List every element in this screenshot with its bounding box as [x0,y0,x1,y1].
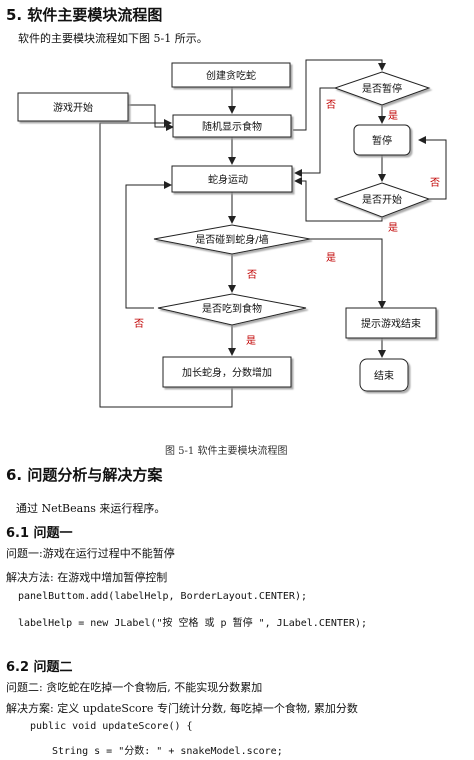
snake-move-box [171,165,293,193]
section-6-heading: 6. 问题分析与解决方案 [6,466,163,484]
q1-code-line-1: panelButtom.add(labelHelp, BorderLayout.… [18,591,307,602]
show-food-box [172,114,292,138]
arrow-food-to-pause-check [293,59,386,131]
snake-move-label: 蛇身运动 [208,173,248,186]
q1-code-line-2: labelHelp = new JLabel("按 空格 或 p 暂停 ", J… [18,618,367,629]
pause-check-label: 是否暂停 [362,82,402,95]
figure-caption: 图 5-1 软件主要模块流程图 [165,446,288,457]
arrow-start-to-food [128,104,174,131]
eat-check-label: 是否吃到食物 [202,302,262,315]
arrow-not-eaten-to-move [125,181,172,309]
end-terminal [359,358,409,392]
arrow-grow-to-food [99,119,233,408]
eat-check-diamond [157,293,307,326]
start-game-label: 游戏开始 [53,101,93,114]
game-over-box [345,307,437,339]
grow-box [162,356,292,388]
resume-no-label: 否 [430,177,440,189]
create-snake-box [171,62,291,88]
pause-label: 暂停 [372,134,392,147]
hit-check-label: 是否碰到蛇身/墙 [195,233,268,246]
q2-solution: 解决方案: 定义 updateScore 专门统计分数, 每吃掉一个食物, 累加… [6,702,358,715]
resume-yes-label: 是 [388,222,398,234]
resume-check-label: 是否开始 [362,193,402,206]
section-5-intro: 软件的主要模块流程如下图 5-1 所示。 [18,32,208,45]
hit-check-diamond [153,224,311,255]
run-note: 通过 NetBeans 来运行程序。 [16,502,166,515]
q1-heading: 6.1 问题一 [6,526,73,541]
arrow-hit-yes [310,238,386,309]
start-game-box [17,92,129,122]
arrow-resume-yes [294,177,383,222]
pause-yes-label: 是 [388,110,398,122]
eat-no-label: 否 [134,318,144,330]
pause-box [353,124,411,156]
create-snake-label: 创建贪吃蛇 [206,69,256,82]
q2-problem: 问题二: 贪吃蛇在吃掉一个食物后, 不能实现分数累加 [6,681,263,694]
pause-no-label: 否 [326,99,336,111]
show-food-label: 随机显示食物 [202,120,262,133]
hit-no-label: 否 [247,269,257,281]
game-over-label: 提示游戏结束 [361,317,421,330]
pause-check-diamond [333,71,431,106]
resume-check-diamond [333,182,431,218]
q1-problem: 问题一:游戏在运行过程中不能暂停 [6,547,175,560]
end-label: 结束 [374,369,394,382]
arrow-pause-no [294,87,335,177]
q2-code-line-1: public void updateScore() { [30,721,193,732]
hit-yes-label: 是 [326,252,336,264]
eat-yes-label: 是 [246,335,256,347]
arrow-resume-no [418,136,447,200]
q1-solution: 解决方法: 在游戏中增加暂停控制 [6,571,168,584]
q2-code-line-2: String s = "分数: " + snakeModel.score; [52,746,283,757]
flowchart-diagram: 创建贪吃蛇 游戏开始 随机显示食物 蛇身运动 是否碰到蛇身/墙 是否吃到食物 加… [17,59,447,408]
grow-label: 加长蛇身，分数增加 [182,366,272,379]
q2-heading: 6.2 问题二 [6,660,73,675]
section-5-heading: 5. 软件主要模块流程图 [6,6,163,24]
